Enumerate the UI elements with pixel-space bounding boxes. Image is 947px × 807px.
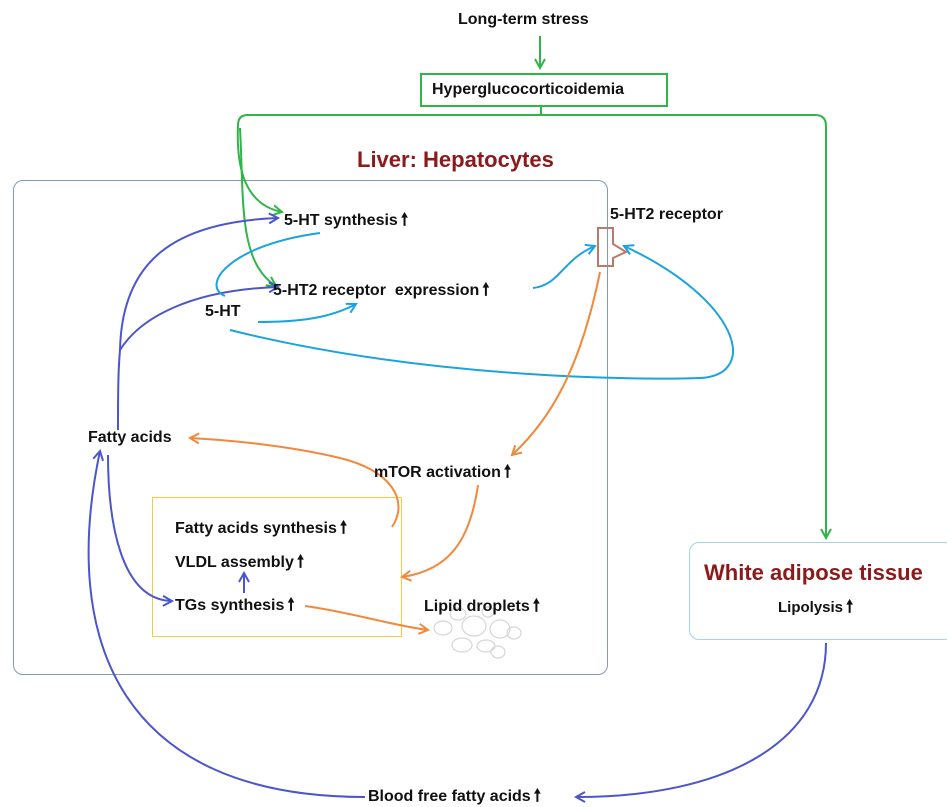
up-arrow-icon: 🠕 (846, 597, 854, 616)
lipid-droplets-node: Lipid droplets🠕 (424, 596, 540, 617)
mtor-label: mTOR activation (374, 464, 501, 481)
long-term-stress-label: Long-term stress (458, 11, 589, 28)
white-adipose-title: White adipose tissue (704, 560, 923, 585)
up-arrow-icon: 🠕 (339, 518, 348, 537)
liver-title: Liver: Hepatocytes (357, 147, 554, 172)
arrow-glucocorticoid-to-5ht-synthesis (236, 124, 282, 212)
arrow-expression-to-receptor (532, 246, 595, 289)
lipolysis-node: Lipolysis🠕 (778, 597, 853, 618)
5ht-synthesis-label: 5-HT synthesis (284, 212, 398, 229)
lipid-droplets-cluster (433, 606, 522, 659)
5ht-synthesis-node: 5-HT synthesis🠕 (284, 210, 408, 231)
5ht2-expression-label: 5-HT2 receptor expression (273, 282, 480, 299)
up-arrow-icon: 🠕 (482, 280, 490, 299)
up-arrow-icon: 🠕 (503, 462, 512, 481)
liver-box (13, 180, 608, 675)
5ht-label: 5-HT (205, 303, 241, 320)
line-fatty-acids-trunk (117, 349, 121, 431)
up-arrow-icon: 🠕 (296, 552, 305, 571)
hyperglucocorticoidemia-label: Hyperglucocorticoidemia (432, 81, 625, 98)
arrow-receptor-to-mtor (512, 271, 601, 455)
arrow-5ht-loop-to-5ht2-expression (215, 232, 321, 297)
arrow-glucocorticoid-to-5ht2-expression (239, 127, 276, 286)
tgs-label: TGs synthesis (175, 597, 285, 614)
arrow-tgs-to-lipid-droplets (304, 605, 428, 630)
fa-synthesis-label: Fatty acids synthesis (175, 520, 337, 537)
up-arrow-icon: 🠕 (400, 210, 409, 229)
mtor-node: mTOR activation🠕 (374, 462, 511, 483)
up-arrow-icon: 🠕 (533, 786, 541, 805)
arrow-5ht-to-5ht2-expression (257, 304, 356, 323)
arrow-mtor-to-lipid-box (402, 484, 479, 577)
fa-synthesis-node: Fatty acids synthesis🠕 (175, 518, 347, 539)
vldl-node: VLDL assembly🠕 (175, 552, 304, 573)
5ht2-receptor-glyph (597, 227, 629, 267)
hepatocyte-lipid-box (152, 497, 402, 637)
arrow-lipolysis-to-blood (576, 642, 827, 797)
arrow-glucocorticoid-to-adipose (237, 107, 826, 538)
up-arrow-icon: 🠕 (532, 596, 541, 615)
5ht2-receptor-label: 5-HT2 receptor (610, 206, 723, 223)
hyperglucocorticoidemia-box (420, 73, 668, 107)
tgs-node: TGs synthesis🠕 (175, 595, 295, 616)
arrow-fatty-acids-to-tgs (107, 454, 172, 601)
arrow-5ht-to-receptor (229, 246, 734, 380)
blood-ffa-label: Blood free fatty acids (368, 788, 531, 805)
arrow-fatty-acids-to-5ht2-expression (119, 287, 278, 351)
fatty-acids-label: Fatty acids (88, 429, 172, 446)
5ht2-expression-node: 5-HT2 receptor expression🠕 (273, 280, 490, 301)
lipid-droplets-label: Lipid droplets (424, 598, 530, 615)
arrow-blood-to-fatty-acids (87, 451, 366, 798)
vldl-label: VLDL assembly (175, 554, 294, 571)
up-arrow-icon: 🠕 (287, 595, 295, 614)
arrow-fatty-acids-to-5ht-synthesis (119, 218, 278, 351)
blood-ffa-node: Blood free fatty acids🠕 (368, 786, 541, 807)
arrow-fa-synthesis-to-fatty-acids (190, 438, 400, 528)
lipolysis-label: Lipolysis (778, 599, 844, 616)
